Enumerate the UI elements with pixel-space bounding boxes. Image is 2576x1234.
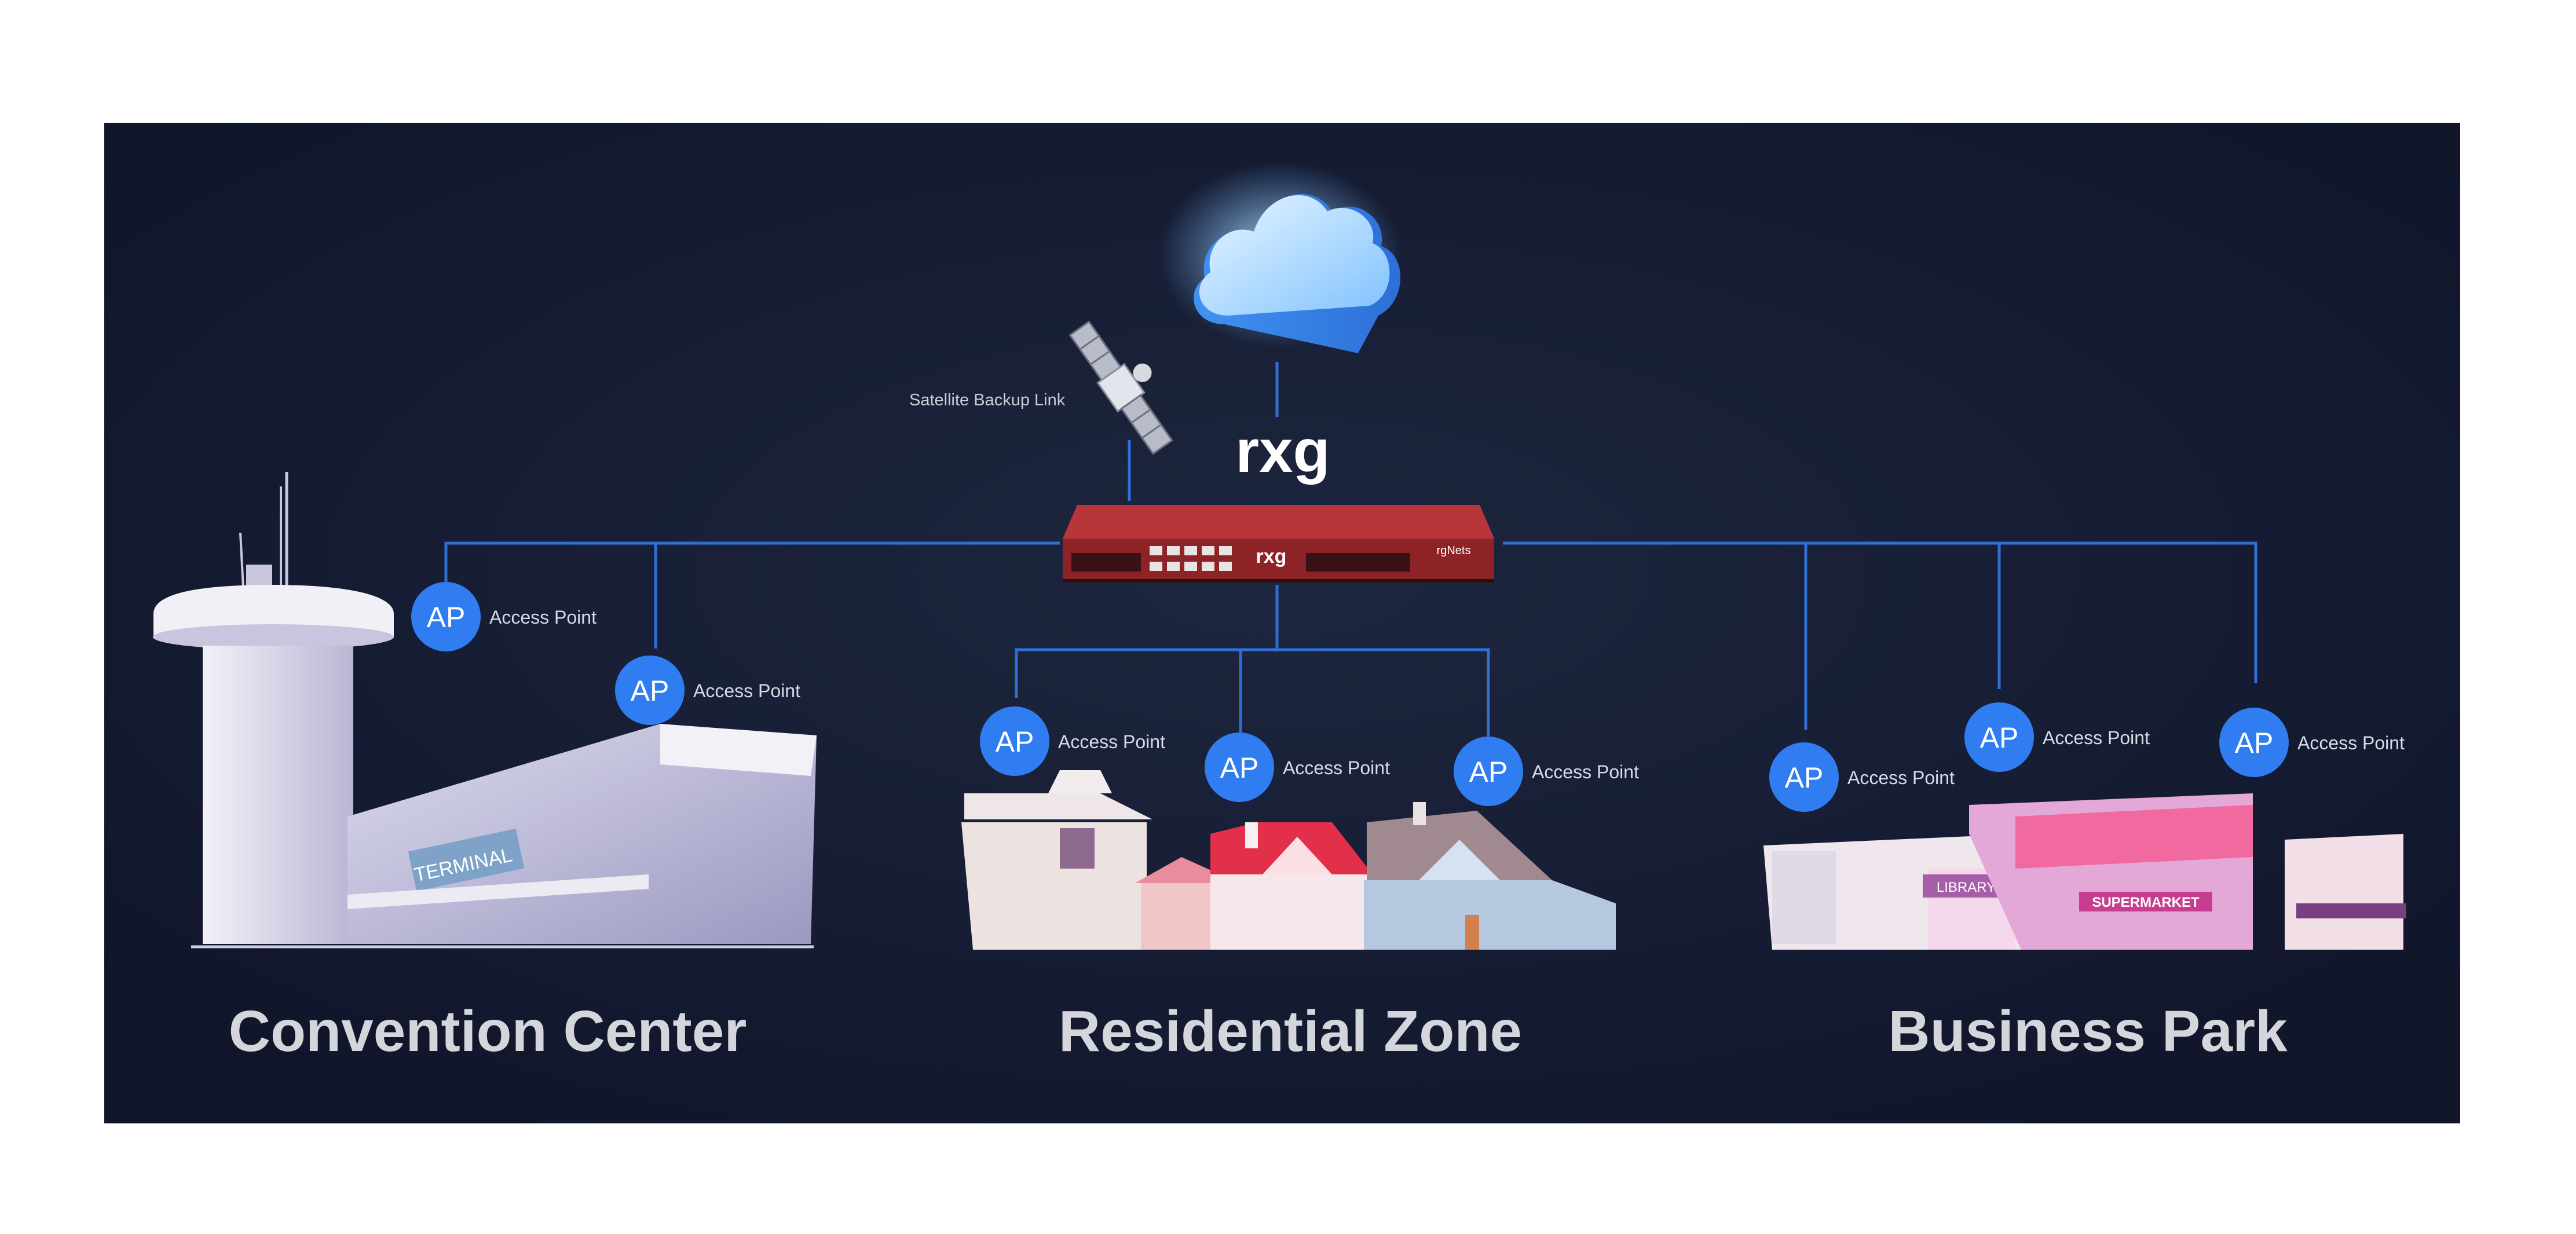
access-point[interactable]: AP Access Point: [615, 656, 800, 725]
ap-label: Access Point: [2043, 727, 2150, 748]
network-links: [444, 362, 2257, 741]
ap-badge: AP: [631, 675, 669, 707]
access-point[interactable]: AP Access Point: [2219, 708, 2405, 777]
rxg-logo: rxg: [1235, 418, 1330, 485]
access-point[interactable]: AP Access Point: [1205, 733, 1390, 802]
access-point[interactable]: AP Access Point: [1454, 737, 1639, 806]
zone-title-residential-zone: Residential Zone: [1059, 999, 1522, 1064]
building-icon: TERMINAL: [153, 472, 817, 949]
cloud-icon: [1158, 162, 1402, 353]
ap-badge: AP: [1785, 761, 1824, 794]
access-point[interactable]: AP Access Point: [1964, 702, 2150, 772]
ap-label: Access Point: [2297, 733, 2405, 753]
ap-badge: AP: [1469, 756, 1508, 788]
zone-title-business-park: Business Park: [1888, 999, 2288, 1064]
zone-title-convention-center: Convention Center: [229, 999, 747, 1064]
ap-label: Access Point: [1058, 731, 1165, 752]
ap-badge: AP: [1980, 722, 2019, 754]
appliance-brand: rgNets: [1437, 544, 1471, 557]
library-sign: LIBRARY: [1937, 880, 1996, 895]
supermarket-sign: SUPERMARKET: [2092, 895, 2200, 910]
ap-badge: AP: [2235, 727, 2274, 759]
ap-badge: AP: [427, 601, 466, 634]
ap-badge: AP: [1220, 752, 1259, 784]
house-icon: [961, 770, 1616, 950]
satellite-backup-link-label: Satellite Backup Link: [909, 391, 1066, 409]
appliance-logo: rxg: [1256, 545, 1287, 567]
access-point[interactable]: AP Access Point: [1769, 742, 1955, 812]
ap-label: Access Point: [693, 680, 800, 701]
satellite-icon: [1069, 320, 1173, 455]
router-appliance-icon: rxg rgNets: [1063, 505, 1494, 583]
ap-label: Access Point: [1532, 761, 1639, 782]
ap-label: Access Point: [489, 607, 597, 628]
ap-label: Access Point: [1847, 767, 1955, 788]
ap-badge: AP: [996, 726, 1034, 758]
ap-label: Access Point: [1283, 757, 1390, 778]
access-point[interactable]: AP Access Point: [980, 706, 1165, 776]
access-point[interactable]: AP Access Point: [411, 582, 597, 651]
building-icon: LIBRARY SUPERMARKET: [1763, 793, 2406, 950]
